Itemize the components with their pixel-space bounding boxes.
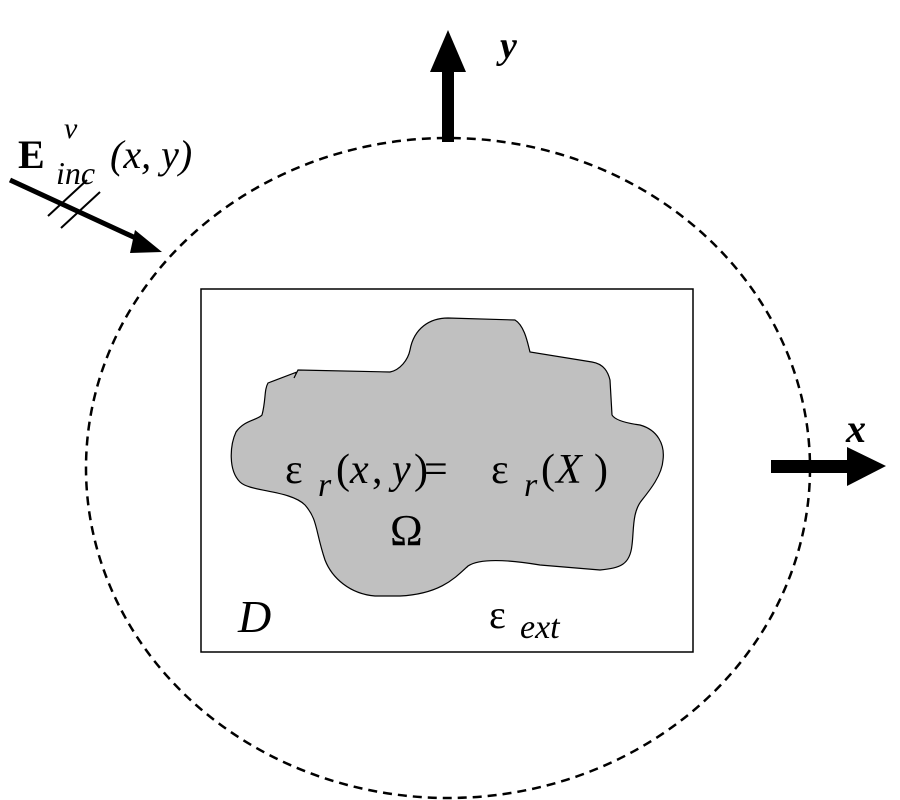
eq-paren-open: ( bbox=[336, 447, 350, 493]
eq-rhs-paren-open: ( bbox=[541, 447, 555, 493]
x-axis-label: x bbox=[845, 406, 866, 451]
incident-field-args: (x, y) bbox=[110, 132, 192, 177]
incident-field-subscript: inc bbox=[56, 155, 95, 191]
incident-field-superscript: v bbox=[64, 112, 78, 145]
eq-rhs-paren-close: ) bbox=[594, 447, 608, 493]
incident-field-label: E v inc (x, y) bbox=[18, 112, 192, 191]
scatterer-omega-label: Ω bbox=[390, 506, 423, 555]
investigation-domain-rect bbox=[200, 288, 694, 653]
eq-equals: = bbox=[424, 447, 448, 493]
eq-paren-close: ) bbox=[414, 447, 428, 493]
scatterer-region bbox=[230, 317, 664, 597]
eq-comma: , bbox=[372, 447, 383, 493]
eq-var-x: x bbox=[349, 447, 369, 493]
exterior-permittivity-label: ε ext bbox=[489, 592, 561, 646]
y-axis-arrow bbox=[430, 30, 466, 142]
x-axis-arrow bbox=[771, 447, 886, 486]
eq-var-y: y bbox=[388, 447, 411, 493]
domain-d-label: D bbox=[237, 591, 271, 642]
eps-r-rhs-sub: r bbox=[524, 467, 538, 504]
permittivity-equation: ε r ( x , y ) = ε r ( X ) bbox=[285, 447, 608, 504]
y-axis-label: y bbox=[496, 25, 517, 67]
polarization-mark bbox=[60, 191, 101, 229]
incident-field-symbol: E bbox=[18, 132, 45, 177]
incident-wave-arrow bbox=[8, 177, 162, 253]
polarization-mark bbox=[47, 179, 88, 217]
eps-ext-subscript: ext bbox=[520, 609, 561, 646]
eps-r-rhs: ε bbox=[491, 447, 509, 493]
eps-r-lhs-sub: r bbox=[318, 467, 332, 504]
eps-ext-symbol: ε bbox=[489, 592, 506, 637]
eps-r-lhs: ε bbox=[285, 447, 303, 493]
eq-rhs-var-X: X bbox=[554, 447, 584, 493]
